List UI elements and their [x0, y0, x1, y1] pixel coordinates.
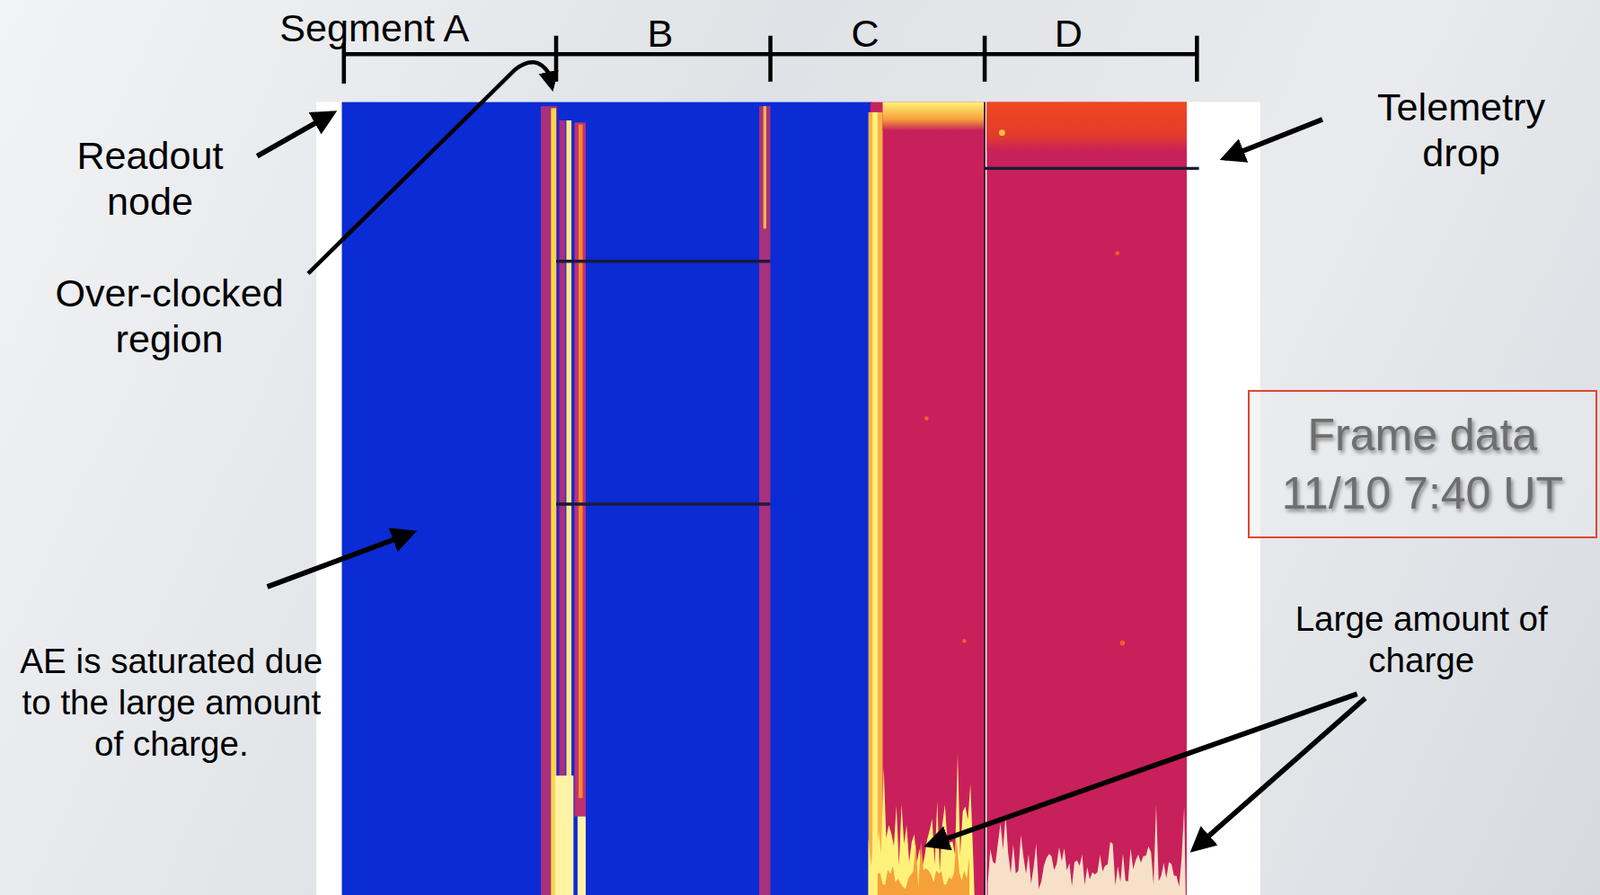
annotation: Over-clocked region — [36, 270, 302, 363]
node-text: Frame data 11/10 7:40 UT — [1265, 406, 1579, 523]
charge-spikes — [868, 752, 975, 895]
charge-spikes — [987, 804, 1185, 895]
annotation: Large amount of charge — [1268, 599, 1575, 681]
charge-spikes — [877, 837, 970, 895]
segment-label: D — [1037, 10, 1099, 57]
annotation: Telemetry drop — [1353, 84, 1569, 177]
frame-data-box: Frame data 11/10 7:40 UT — [1247, 389, 1597, 539]
annotation: Readout node — [43, 132, 258, 225]
segment-label: B — [629, 10, 691, 57]
segment-label: C — [834, 10, 896, 57]
segment-label: Segment A — [241, 4, 507, 51]
annotation: AE is saturated due to the large amount … — [5, 640, 338, 764]
